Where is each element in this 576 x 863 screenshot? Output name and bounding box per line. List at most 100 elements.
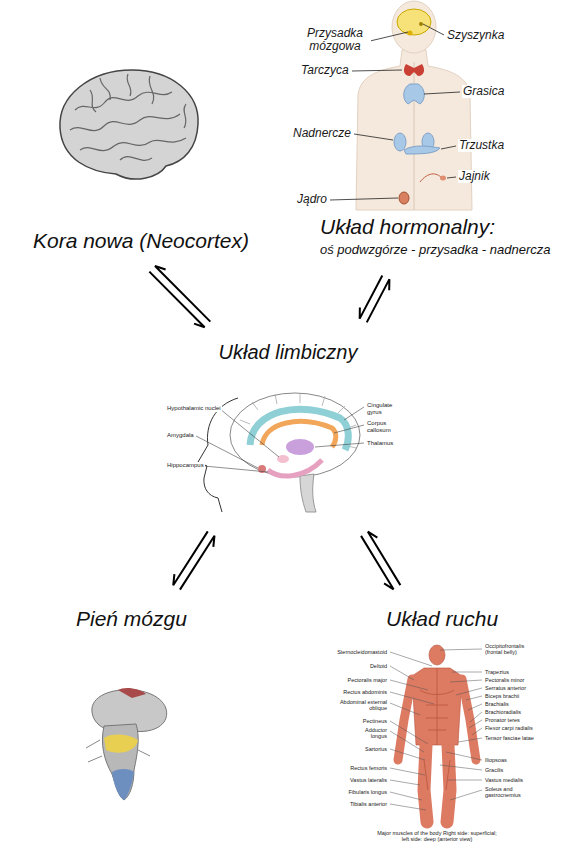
- brain-illustration: [184, 104, 186, 128]
- endocrine-figure: [441, 146, 456, 149]
- muscle-label: Brachioradialis: [484, 709, 522, 715]
- endocrine-figure: [356, 50, 472, 210]
- muscle-figure: [446, 760, 450, 790]
- muscle-label: Gracilis: [484, 767, 504, 773]
- muscle-figure: [472, 728, 482, 735]
- endocrine-figure: [404, 64, 424, 76]
- structure-label: Hypothalamic nuclei: [166, 405, 222, 412]
- muscle-figure: [420, 668, 454, 790]
- limbic-illustration: [196, 436, 258, 468]
- organ-label: Przysadka mózgowa: [299, 27, 371, 53]
- muscle-figure: [429, 645, 445, 665]
- brain-illustration: [80, 138, 186, 151]
- muscle-label: Deltoid: [369, 663, 388, 669]
- figure-caption: Major muscles of the body Right side: su…: [374, 830, 501, 842]
- muscle-label: Abdominal external oblique: [336, 699, 388, 711]
- limbic-illustration: [268, 460, 322, 476]
- muscle-figure: [390, 692, 434, 704]
- endocrine-figure: [424, 92, 460, 94]
- endocrine-figure: [394, 133, 406, 151]
- muscle-figure: [390, 749, 425, 760]
- muscle-figure: [426, 718, 448, 719]
- muscle-label: Fibularis longus: [347, 789, 388, 795]
- muscle-figure: [468, 704, 482, 710]
- double-arrow: [361, 532, 400, 590]
- concept-node: Układ ruchu: [386, 606, 498, 631]
- muscle-label: Soleus and gastrocnemius: [484, 786, 528, 798]
- brainstem-illustration: [118, 688, 146, 698]
- muscle-figure: [390, 804, 426, 810]
- limbic-illustration: [204, 466, 268, 472]
- muscle-figure: [390, 649, 482, 810]
- limbic-illustration: [230, 393, 360, 477]
- muscle-figure: [390, 721, 428, 744]
- brainstem-illustration: [112, 769, 134, 800]
- muscle-label: Sartorius: [364, 746, 388, 752]
- endocrine-figure: [330, 198, 398, 200]
- concept-node: Układ hormonalny:oś podwzgórze - przysad…: [320, 214, 551, 258]
- brainstem-illustration: [86, 740, 150, 762]
- muscle-label: Rectus femoris: [349, 765, 388, 771]
- limbic-illustration: [334, 425, 364, 433]
- muscle-label: Serratus anterior: [484, 685, 527, 691]
- muscle-label: Trapezius: [484, 669, 510, 675]
- muscle-figure: [437, 668, 438, 745]
- organ-label: Grasica: [462, 85, 505, 98]
- limbic-illustration: [198, 398, 238, 512]
- muscle-figure: [462, 679, 476, 760]
- endocrine-figure: [370, 32, 408, 41]
- limbic-illustration: [322, 396, 325, 406]
- brain-illustration: [149, 76, 154, 104]
- muscle-figure: [452, 672, 482, 673]
- muscle-label: Brachialis: [484, 701, 510, 707]
- muscle-figure: [424, 745, 427, 822]
- structure-label: Thalamus: [366, 440, 394, 447]
- structure-label: Hippocampus: [166, 462, 205, 469]
- muscle-figure: [447, 745, 450, 822]
- concept-node: Kora nowa (Neocortex): [33, 228, 249, 253]
- node-title: Pień mózgu: [76, 606, 187, 631]
- limbic-illustration: [344, 407, 364, 420]
- arrow-line: [180, 536, 215, 590]
- limbic-illustration: [300, 474, 316, 512]
- arrow-line: [155, 266, 210, 322]
- brainstem-illustration: [102, 724, 138, 800]
- limbic-illustration: [300, 393, 301, 403]
- organ-label: Trzustka: [458, 139, 505, 152]
- organ-label: Jajnik: [458, 170, 491, 183]
- concept-node: Pień mózgu: [76, 606, 187, 631]
- organ-label: Jądro: [296, 193, 328, 206]
- limbic-illustration: [252, 402, 258, 410]
- brain-illustration: [90, 90, 96, 112]
- muscle-label: Tensor fasciae latae: [484, 735, 535, 741]
- muscle-label: Pectoralis minor: [484, 677, 525, 683]
- muscle-figure: [458, 738, 482, 742]
- limbic-illustration: [196, 407, 364, 472]
- node-subtitle: oś podwzgórze - przysadka - nadnercza: [320, 242, 551, 258]
- muscle-figure: [390, 680, 428, 690]
- brainstem-illustration: [138, 750, 150, 756]
- organ-label: Szyszynka: [446, 29, 505, 42]
- muscle-label: Tibialis anterior: [349, 801, 388, 807]
- brain-illustration: [100, 78, 110, 100]
- limbic-illustration: [286, 439, 314, 455]
- muscle-figure: [440, 649, 482, 650]
- brain-illustration: [60, 70, 198, 179]
- brain-illustration: [70, 114, 180, 131]
- endocrine-figure: [404, 146, 440, 154]
- muscle-label: Flexor carpi radialis: [484, 725, 534, 731]
- brain-illustration: [70, 74, 186, 160]
- node-title: Układ ruchu: [386, 606, 498, 631]
- endocrine-figure: [404, 84, 425, 104]
- structure-label: Cingulate gyrus: [366, 402, 398, 415]
- muscle-figure: [426, 705, 448, 706]
- muscle-label: Pronator teres: [484, 717, 521, 723]
- limbic-illustration: [240, 420, 250, 424]
- endocrine-figure: [440, 176, 446, 181]
- structure-label: Corpus callosum: [366, 420, 398, 433]
- muscle-figure: [446, 752, 482, 760]
- muscle-figure: [428, 730, 446, 731]
